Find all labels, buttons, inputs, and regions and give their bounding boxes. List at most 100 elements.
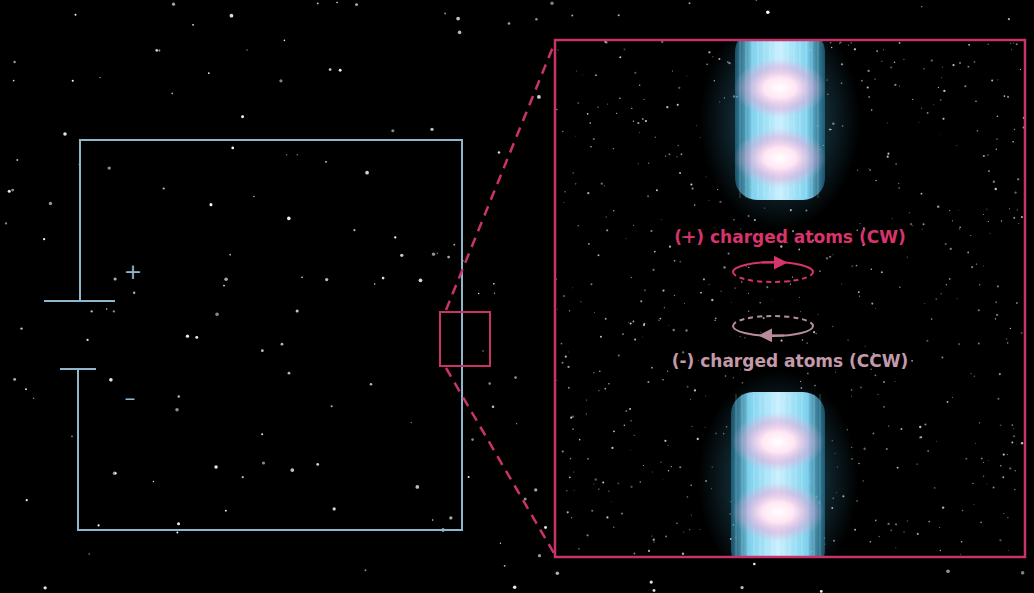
star bbox=[456, 17, 460, 21]
star bbox=[572, 172, 574, 174]
star bbox=[682, 553, 684, 555]
star bbox=[952, 64, 954, 66]
star bbox=[949, 278, 951, 280]
star bbox=[1021, 216, 1023, 218]
star bbox=[613, 430, 615, 432]
star bbox=[1010, 43, 1011, 44]
star bbox=[790, 284, 791, 285]
star bbox=[610, 501, 612, 503]
star bbox=[858, 291, 860, 293]
star bbox=[634, 435, 635, 436]
star bbox=[261, 433, 263, 435]
star bbox=[927, 450, 929, 452]
star bbox=[735, 287, 736, 288]
star bbox=[564, 191, 566, 193]
star bbox=[113, 471, 117, 475]
star bbox=[186, 335, 189, 338]
star bbox=[690, 485, 691, 486]
star bbox=[163, 187, 165, 189]
star bbox=[591, 510, 593, 512]
star bbox=[851, 265, 853, 267]
star bbox=[629, 449, 631, 451]
star bbox=[869, 169, 871, 171]
star bbox=[807, 373, 809, 375]
star bbox=[400, 254, 403, 257]
star bbox=[972, 483, 973, 484]
star bbox=[740, 586, 743, 589]
star bbox=[633, 321, 635, 323]
star bbox=[44, 586, 47, 589]
star bbox=[683, 302, 685, 304]
star bbox=[599, 370, 600, 371]
star bbox=[899, 42, 901, 44]
star bbox=[591, 283, 593, 285]
star bbox=[225, 510, 227, 512]
star bbox=[839, 41, 841, 43]
star bbox=[715, 320, 716, 321]
star bbox=[987, 44, 989, 46]
star bbox=[952, 220, 953, 221]
charge-label: (-) charged atoms (CCW) bbox=[672, 351, 909, 371]
star bbox=[877, 394, 878, 395]
star bbox=[25, 388, 27, 390]
star bbox=[927, 112, 929, 114]
star bbox=[679, 172, 681, 174]
star bbox=[619, 97, 620, 98]
star bbox=[851, 389, 853, 391]
star bbox=[13, 378, 16, 381]
star bbox=[175, 408, 179, 412]
star bbox=[715, 317, 717, 319]
star bbox=[694, 389, 696, 391]
star bbox=[748, 293, 749, 294]
star bbox=[63, 132, 67, 136]
star bbox=[678, 87, 680, 89]
star bbox=[593, 372, 594, 373]
star bbox=[706, 64, 708, 66]
star bbox=[453, 244, 455, 246]
star bbox=[1010, 49, 1012, 51]
star bbox=[86, 339, 88, 341]
star bbox=[856, 265, 858, 267]
star bbox=[703, 278, 705, 280]
star bbox=[854, 48, 856, 50]
star bbox=[878, 536, 879, 537]
star bbox=[894, 84, 896, 86]
star bbox=[593, 483, 594, 484]
star bbox=[177, 522, 180, 525]
star bbox=[888, 425, 889, 426]
star bbox=[959, 228, 961, 230]
star bbox=[942, 506, 944, 508]
star bbox=[106, 308, 107, 309]
star bbox=[178, 395, 180, 397]
star bbox=[909, 212, 910, 213]
star bbox=[478, 293, 480, 295]
star bbox=[1007, 550, 1009, 552]
star bbox=[835, 372, 836, 373]
star bbox=[195, 336, 198, 339]
star bbox=[700, 292, 702, 294]
star bbox=[71, 436, 73, 438]
star bbox=[996, 138, 998, 140]
star bbox=[630, 420, 631, 421]
star bbox=[500, 543, 501, 544]
star bbox=[965, 458, 967, 460]
star bbox=[819, 270, 821, 272]
battery-positive-plate bbox=[44, 300, 115, 302]
star bbox=[97, 524, 99, 526]
star bbox=[261, 349, 264, 352]
star bbox=[229, 254, 231, 256]
star bbox=[593, 138, 595, 140]
star bbox=[871, 269, 872, 270]
star bbox=[934, 487, 936, 489]
star bbox=[316, 463, 319, 466]
star bbox=[999, 373, 1001, 375]
star bbox=[556, 571, 559, 574]
star bbox=[613, 148, 614, 149]
star bbox=[887, 156, 889, 158]
star bbox=[723, 266, 725, 268]
star bbox=[656, 189, 658, 191]
star bbox=[952, 397, 953, 398]
star bbox=[660, 461, 661, 462]
star bbox=[336, 2, 337, 3]
star bbox=[1014, 191, 1016, 193]
